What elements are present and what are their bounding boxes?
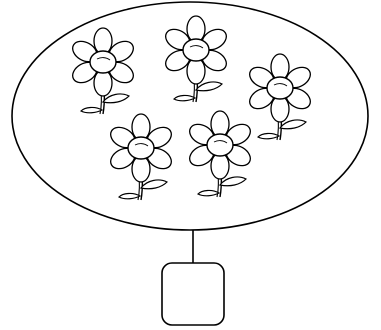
answer-box[interactable] [161, 262, 225, 326]
